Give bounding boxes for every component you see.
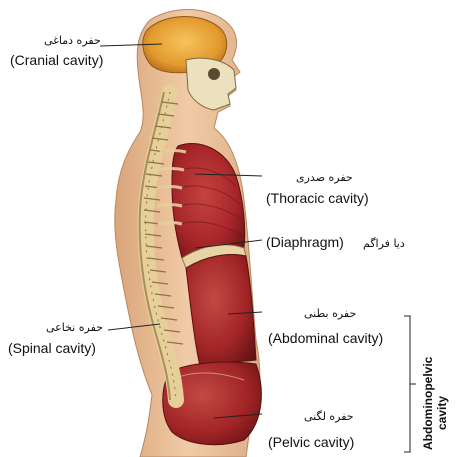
diaphragm-label-fa: دیا فراگم bbox=[363, 236, 405, 252]
pelvic-label-fa: حفره لگنی bbox=[304, 409, 354, 425]
abdominal-label-en: (Abdominal cavity) bbox=[268, 330, 383, 346]
spinal-label-fa: حفره نخاعی bbox=[46, 320, 103, 336]
abdominopelvic-label-line2: cavity bbox=[436, 396, 449, 430]
abdominal-cavity bbox=[186, 255, 256, 367]
abdominal-label-fa: حفره بطنی bbox=[304, 306, 356, 322]
cranial-label-en: (Cranial cavity) bbox=[10, 52, 103, 68]
thoracic-label-fa: حفره صدری bbox=[296, 170, 353, 186]
spinal-label-en: (Spinal cavity) bbox=[8, 340, 96, 356]
diaphragm-label-en: (Diaphragm) bbox=[266, 234, 344, 250]
cranial-label-fa: حفره دماغی bbox=[44, 33, 101, 49]
thoracic-label-en: (Thoracic cavity) bbox=[266, 190, 369, 206]
pelvic-label-en: (Pelvic cavity) bbox=[268, 434, 354, 450]
abdominopelvic-label-line1: Abdominopelvic bbox=[422, 357, 435, 450]
abdominopelvic-bracket bbox=[404, 316, 416, 452]
